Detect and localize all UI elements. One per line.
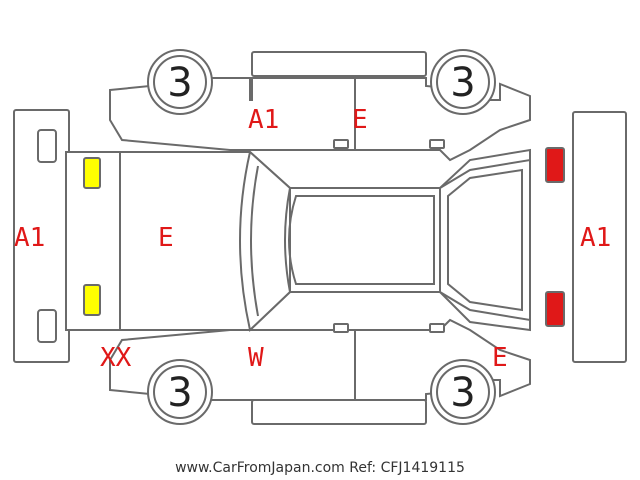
rear-right-lamp — [545, 291, 565, 327]
code-rear-bumper: A1 — [580, 223, 611, 253]
tire-front-left: 3 — [147, 49, 213, 115]
front-left-lamp — [83, 157, 101, 189]
code-windshield: W — [248, 343, 264, 373]
code-left-front-door: A1 — [248, 105, 279, 135]
code-front-right-corner: XX — [100, 343, 132, 373]
footer-reference: www.CarFromJapan.com Ref: CFJ1419115 — [175, 460, 465, 476]
tire-front-right-number: 3 — [167, 370, 192, 416]
rear-left-lamp — [545, 147, 565, 183]
tire-rear-left: 3 — [430, 49, 496, 115]
tire-front-right: 3 — [147, 359, 213, 425]
code-left-rear-door: E — [352, 105, 368, 135]
tire-rear-left-number: 3 — [450, 60, 475, 106]
code-hood: E — [158, 223, 174, 253]
rear-bumper — [572, 111, 627, 363]
front-right-lamp — [83, 284, 101, 316]
tire-rear-right: 3 — [430, 359, 496, 425]
car-body — [65, 148, 531, 332]
left-side-panels — [109, 51, 531, 162]
code-right-rear-quarter: E — [492, 343, 508, 373]
code-front-bumper: A1 — [14, 223, 45, 253]
tire-rear-right-number: 3 — [450, 370, 475, 416]
tire-front-left-number: 3 — [167, 60, 192, 106]
